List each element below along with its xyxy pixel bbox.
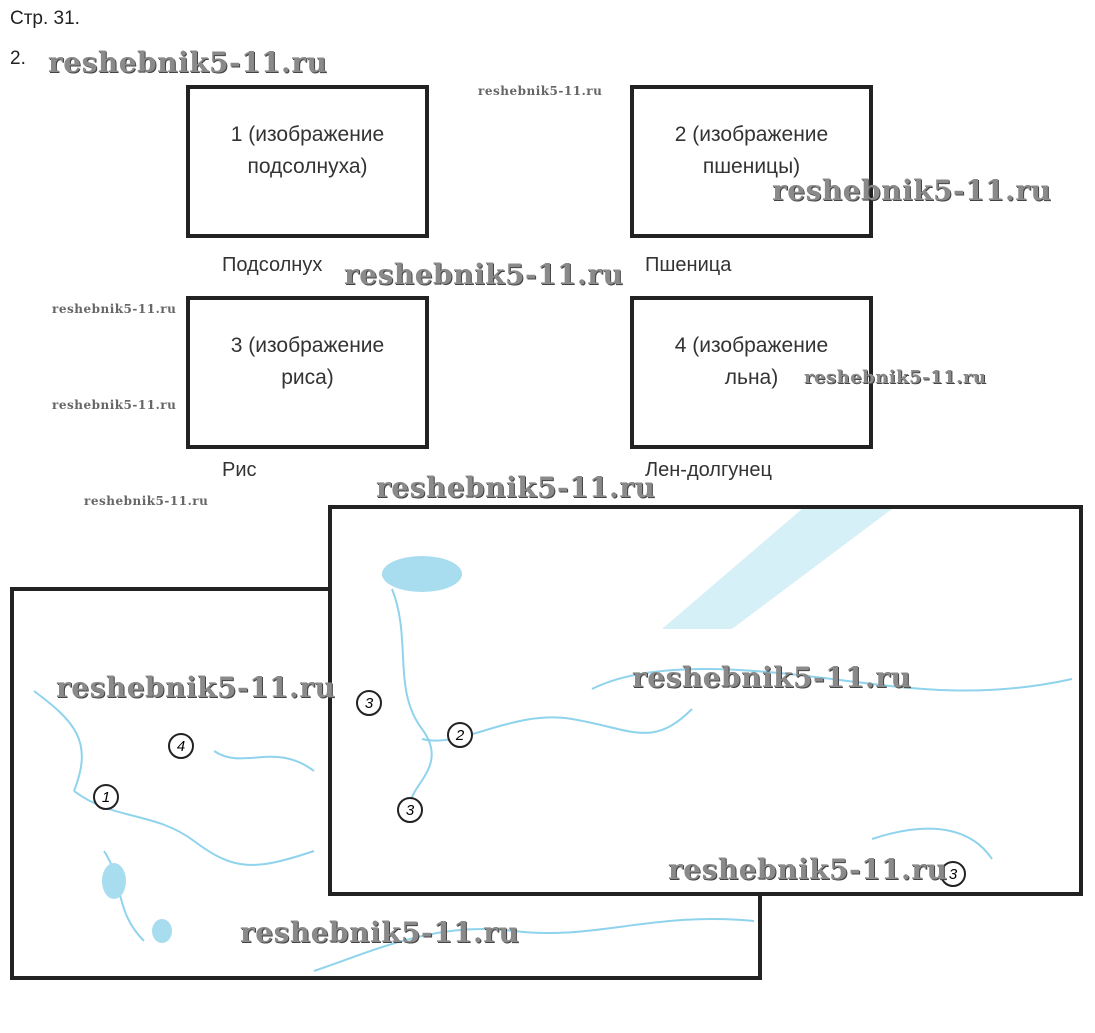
label-sunflower: Подсолнух bbox=[222, 254, 323, 276]
placeholder-text: 4 (изображение льна) bbox=[674, 333, 829, 389]
watermark: reshebnik5-11.ru bbox=[772, 174, 1052, 207]
watermark: reshebnik5-11.ru bbox=[632, 661, 912, 694]
map-marker-3: 3 bbox=[356, 690, 382, 716]
watermark: reshebnik5-11.ru bbox=[52, 398, 177, 412]
map-marker-1: 1 bbox=[93, 784, 119, 810]
watermark: reshebnik5-11.ru bbox=[84, 494, 209, 508]
label-rice: Рис bbox=[222, 459, 257, 481]
map-marker-3: 3 bbox=[940, 861, 966, 887]
watermark: reshebnik5-11.ru bbox=[48, 46, 328, 79]
map-right bbox=[328, 505, 1083, 896]
map-marker-2: 2 bbox=[447, 722, 473, 748]
watermark: reshebnik5-11.ru bbox=[52, 302, 177, 316]
task-number: 2. bbox=[10, 48, 26, 69]
placeholder-text: 3 (изображение риса) bbox=[230, 333, 385, 389]
watermark: reshebnik5-11.ru bbox=[344, 258, 624, 291]
image-placeholder-wheat: 2 (изображение пшеницы) bbox=[630, 85, 873, 238]
placeholder-text: 2 (изображение пшеницы) bbox=[674, 122, 829, 178]
image-placeholder-rice: 3 (изображение риса) bbox=[186, 296, 429, 449]
watermark: reshebnik5-11.ru bbox=[804, 367, 987, 388]
watermark: reshebnik5-11.ru bbox=[376, 471, 656, 504]
placeholder-text: 1 (изображение подсолнуха) bbox=[230, 122, 385, 178]
map-right-rivers bbox=[382, 509, 1073, 860]
page-number: Стр. 31. bbox=[10, 8, 80, 29]
watermark: reshebnik5-11.ru bbox=[478, 84, 603, 98]
watermark: reshebnik5-11.ru bbox=[56, 671, 336, 704]
map-marker-3: 3 bbox=[397, 797, 423, 823]
label-flax: Лен-долгунец bbox=[645, 459, 772, 481]
watermark: reshebnik5-11.ru bbox=[668, 853, 948, 886]
watermark: reshebnik5-11.ru bbox=[240, 916, 520, 949]
image-placeholder-sunflower: 1 (изображение подсолнуха) bbox=[186, 85, 429, 238]
map-marker-4: 4 bbox=[168, 733, 194, 759]
image-placeholder-flax: 4 (изображение льна) bbox=[630, 296, 873, 449]
label-wheat: Пшеница bbox=[645, 254, 732, 276]
map-left-rivers bbox=[33, 690, 755, 972]
